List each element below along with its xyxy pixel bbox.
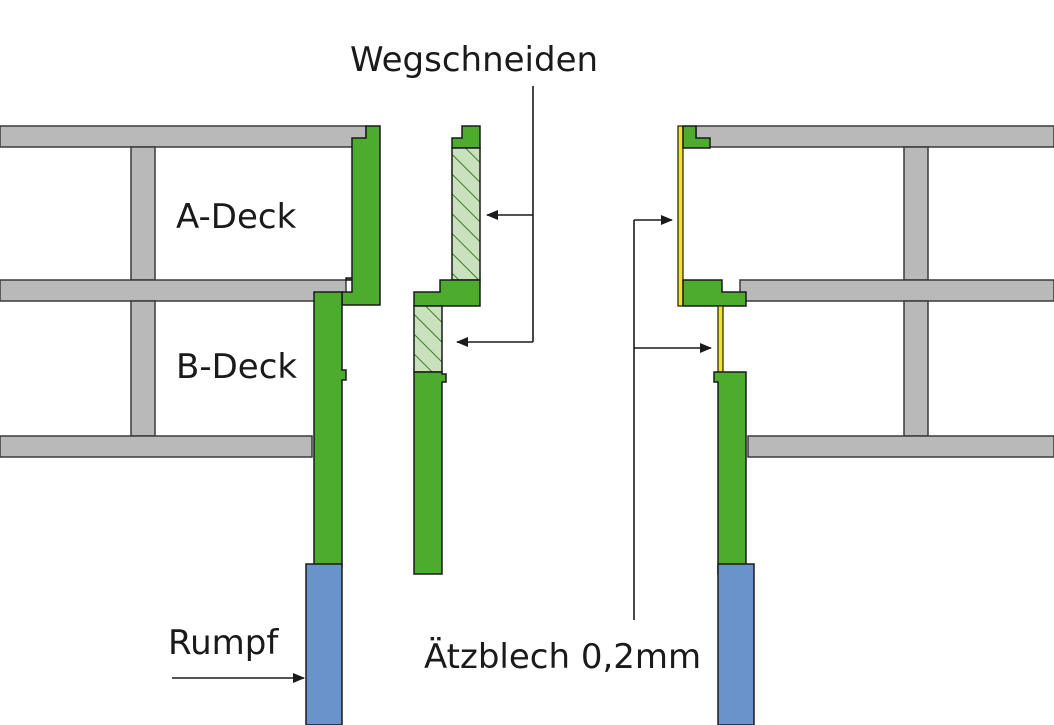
right-top-tab — [682, 125, 711, 149]
right-b-deck-post — [903, 300, 929, 437]
right-modified-wall — [677, 125, 755, 725]
right-b-deck-bottom-beam — [747, 435, 1054, 458]
middle-step — [413, 279, 481, 307]
right-etched-sheet-upper — [677, 125, 684, 307]
middle-cut-part — [413, 125, 481, 575]
wegschneiden-leader — [456, 86, 534, 347]
hull-label: Rumpf — [168, 623, 279, 663]
right-a-deck-top-beam — [695, 125, 1054, 148]
middle-lower-wall — [413, 371, 447, 575]
middle-hatched-lower — [413, 305, 443, 373]
middle-hatched-upper — [451, 147, 481, 281]
right-step — [682, 279, 747, 307]
right-a-deck-post — [903, 146, 929, 281]
left-a-deck-wall — [341, 125, 381, 306]
right-a-deck-bottom-beam — [739, 279, 1054, 302]
left-b-deck-post — [130, 300, 156, 437]
wegschneiden-label: Wegschneiden — [350, 40, 598, 80]
left-a-deck-post — [130, 146, 156, 281]
left-b-deck-bottom-beam — [0, 435, 313, 458]
etch-leader — [633, 215, 712, 620]
left-a-deck-top-beam — [0, 125, 367, 148]
etch-sheet-label: Ätzblech 0,2mm — [424, 637, 701, 677]
left-b-deck-wall — [313, 291, 347, 567]
left-original-wall — [305, 125, 381, 725]
left-hull — [305, 563, 343, 725]
right-hull — [717, 563, 755, 725]
middle-top-tab — [451, 125, 481, 149]
right-etched-sheet-lower — [717, 305, 724, 373]
a-deck-label: A-Deck — [176, 197, 297, 237]
b-deck-label: B-Deck — [176, 347, 297, 387]
right-deck-structure — [695, 125, 1054, 458]
left-a-deck-bottom-beam — [0, 279, 347, 302]
right-lower-wall — [713, 371, 747, 575]
left-deck-structure — [0, 125, 367, 458]
